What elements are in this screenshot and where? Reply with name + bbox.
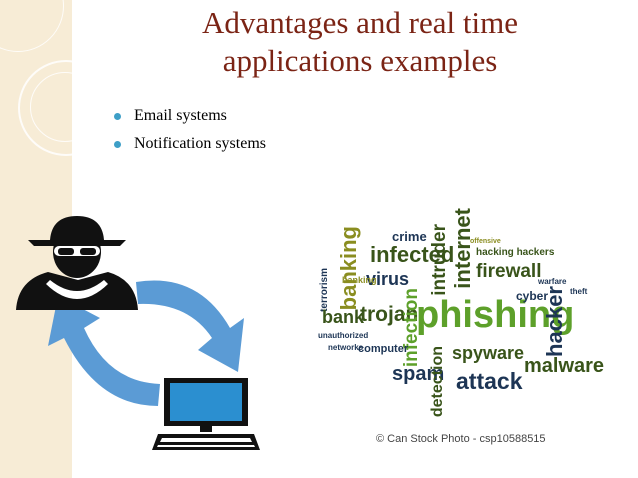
word: cyber (516, 289, 549, 303)
word: malware (524, 355, 605, 377)
bullet-item: Notification systems (112, 132, 266, 160)
word: hacking hackers (476, 247, 555, 258)
bullet-item: Email systems (112, 104, 266, 132)
word: trojan (360, 303, 419, 326)
word: spyware (452, 343, 525, 363)
word: internet (450, 208, 475, 289)
image-credit: © Can Stock Photo - csp10588515 (376, 433, 546, 445)
word: attack (456, 368, 523, 394)
bullet-list: Email systems Notification systems (112, 104, 266, 160)
word: detection (429, 346, 446, 418)
word: theft (570, 287, 588, 296)
word: networks (328, 343, 364, 352)
title-line-2: applications examples (222, 43, 498, 78)
word: computer (358, 343, 409, 355)
decorative-ring (30, 72, 100, 142)
word: banking (336, 226, 361, 311)
keyboard-icon (152, 434, 260, 450)
word: terrorism (319, 268, 330, 312)
word: phishing (416, 294, 575, 336)
decorative-ring (0, 0, 64, 52)
hacker-figure-icon (16, 216, 138, 310)
word: virus (366, 269, 410, 289)
word: spam (392, 363, 445, 385)
word: firewall (476, 261, 542, 282)
slide-title: Advantages and real time applications ex… (120, 4, 600, 80)
security-word-cloud: crime banking infected intruder internet… (318, 204, 604, 418)
word: infected (370, 242, 455, 267)
title-line-1: Advantages and real time (202, 5, 518, 40)
word: warfare (538, 277, 567, 286)
word: banking (342, 275, 377, 285)
word: unauthorized (318, 331, 369, 340)
word: crime (392, 229, 427, 244)
word: bank (322, 307, 365, 327)
computer-monitor-icon (164, 378, 248, 432)
word: offensive (470, 238, 501, 245)
cycle-arrows-icon (48, 280, 244, 406)
decorative-ring (18, 60, 114, 156)
word: intruder (429, 224, 450, 296)
hacker-computer-illustration (16, 216, 260, 450)
